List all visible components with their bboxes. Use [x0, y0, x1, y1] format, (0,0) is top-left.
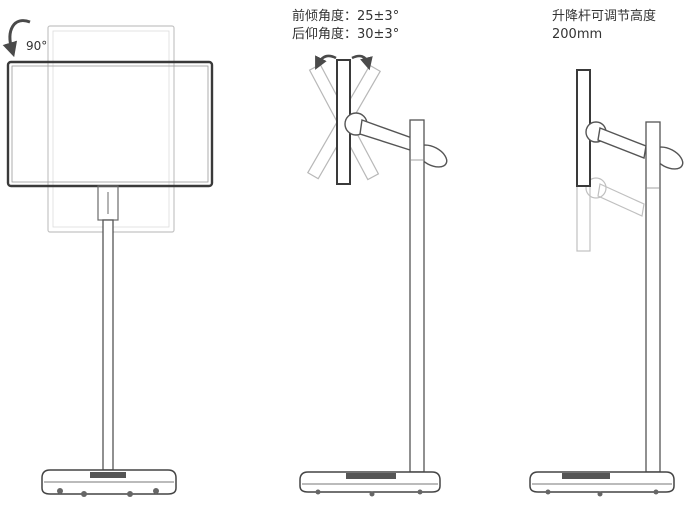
tilt-backward-label: 后仰角度：30±3°: [292, 27, 400, 42]
portrait-screen-ghost: [47, 25, 175, 233]
mount-arm: [597, 127, 647, 159]
stand-base: [299, 471, 441, 493]
rotation-angle-label: 90°: [26, 39, 48, 53]
tilt-forward-label: 前倾角度：25±3°: [292, 9, 400, 24]
mount-arm: [359, 119, 413, 151]
lift-title-label: 升降杆可调节高度: [552, 9, 657, 24]
panel-rotation: [2, 19, 214, 497]
landscape-screen: [6, 60, 214, 188]
curved-arrow-icon: [2, 19, 31, 58]
stand-pole: [102, 219, 114, 471]
stand-pole: [645, 121, 661, 473]
stand-pole: [409, 119, 425, 473]
panel-tilt: [299, 54, 448, 497]
panel-height: [529, 69, 684, 497]
lift-value-label: 200mm: [552, 27, 603, 42]
double-curved-arrow-icon: [315, 54, 373, 71]
